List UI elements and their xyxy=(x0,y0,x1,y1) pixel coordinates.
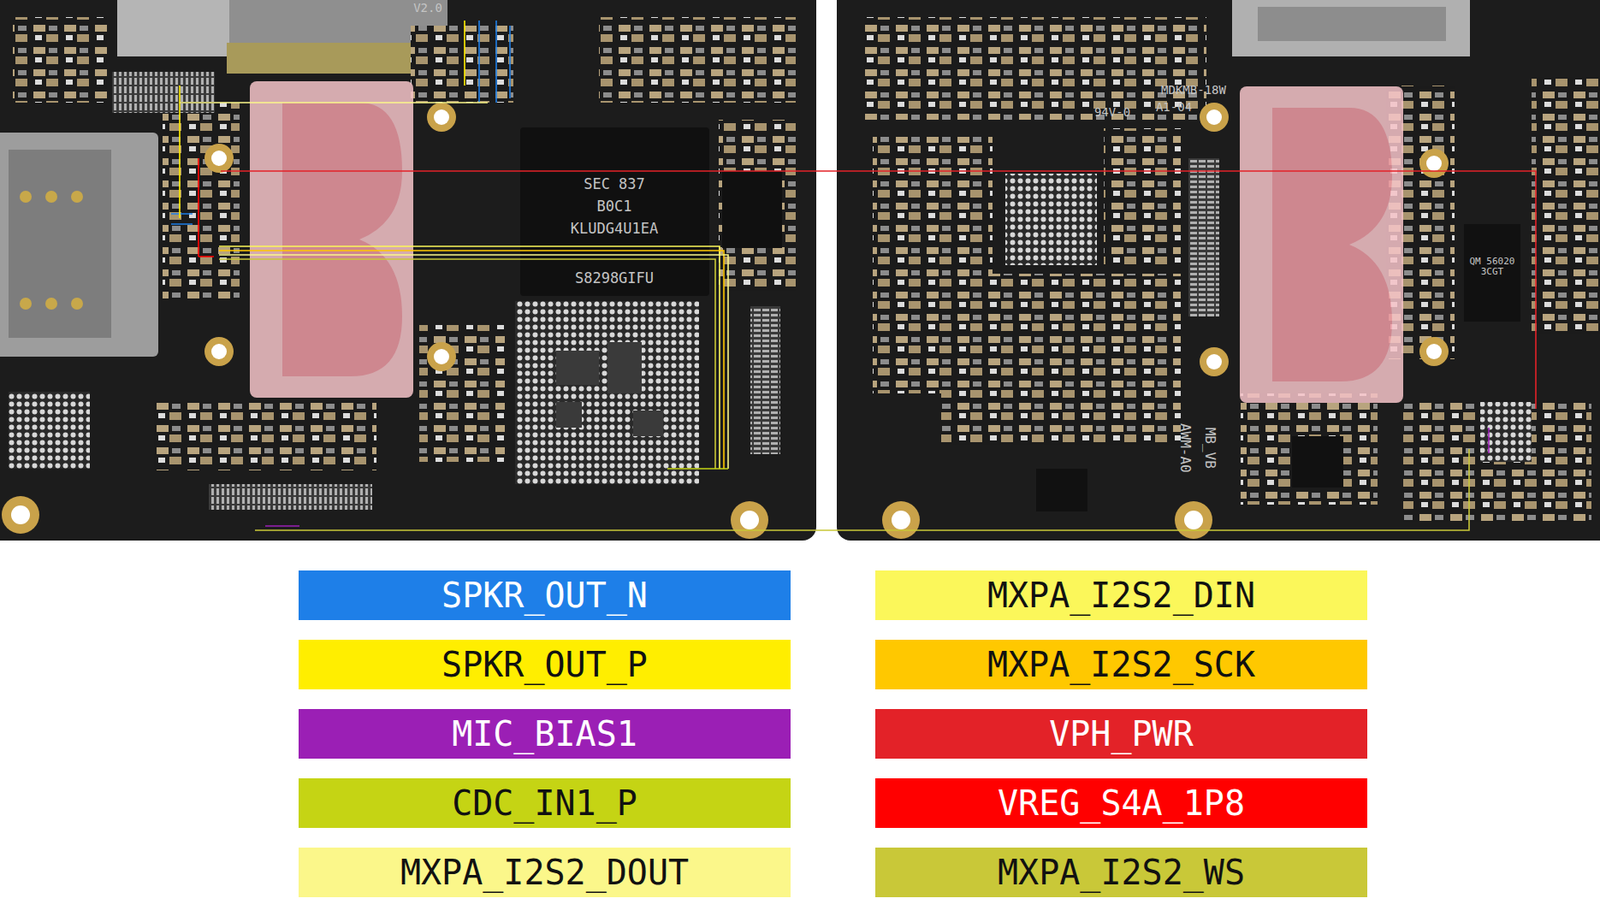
board-marking: A1-04 xyxy=(1155,100,1192,114)
legend-text: MXPA_I2S2_WS xyxy=(997,853,1245,893)
legend-text: VREG_S4A_1P8 xyxy=(997,783,1245,824)
board-marking: AWM-A0 xyxy=(1177,423,1193,474)
legend-swatch: CDC_IN1_P xyxy=(298,778,791,829)
legend-swatch: VPH_PWR xyxy=(875,709,1368,759)
legend-text: CDC_IN1_P xyxy=(451,783,638,824)
legend-text: MXPA_I2S2_SCK xyxy=(987,645,1256,685)
legend-text: SPKR_OUT_N xyxy=(441,575,648,616)
board-marking: V2.0 xyxy=(413,1,443,15)
legend-swatch: MXPA_I2S2_DIN xyxy=(875,570,1368,621)
legend-text: VPH_PWR xyxy=(1048,714,1194,754)
board-marking: B0C1 xyxy=(597,198,633,215)
board-marking: MDKMB-18W xyxy=(1161,83,1227,97)
board-marking: 94V-0 xyxy=(1094,106,1131,119)
legend-swatch: MXPA_I2S2_SCK xyxy=(875,640,1368,690)
legend-text: MXPA_I2S2_DIN xyxy=(987,575,1256,616)
legend-swatch: MXPA_I2S2_DOUT xyxy=(298,847,791,898)
legend-swatch: MIC_BIAS1 xyxy=(298,709,791,759)
board-marking: SEC 837 xyxy=(583,176,646,193)
board-marking: QM 56020 3CGT xyxy=(1469,256,1516,278)
board-marking: KLUDG4U1EA xyxy=(570,220,658,238)
legend-text: SPKR_OUT_P xyxy=(441,645,648,685)
legend-swatch: MXPA_I2S2_WS xyxy=(875,847,1368,898)
legend-swatch: VREG_S4A_1P8 xyxy=(875,778,1368,829)
board-marking: S8298GIFU xyxy=(574,270,654,287)
legend-swatch: SPKR_OUT_P xyxy=(298,640,791,690)
board-marking: MB_VB xyxy=(1202,427,1218,469)
legend-swatch: SPKR_OUT_N xyxy=(298,570,791,621)
legend-text: MIC_BIAS1 xyxy=(451,714,638,754)
legend-text: MXPA_I2S2_DOUT xyxy=(400,853,689,893)
